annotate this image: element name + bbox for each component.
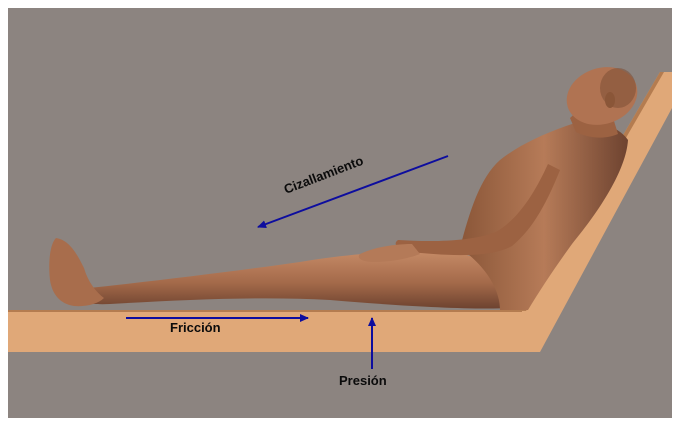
friction-label: Fricción — [170, 320, 221, 335]
figure-ear — [605, 92, 615, 108]
pressure-label: Presión — [339, 373, 387, 388]
